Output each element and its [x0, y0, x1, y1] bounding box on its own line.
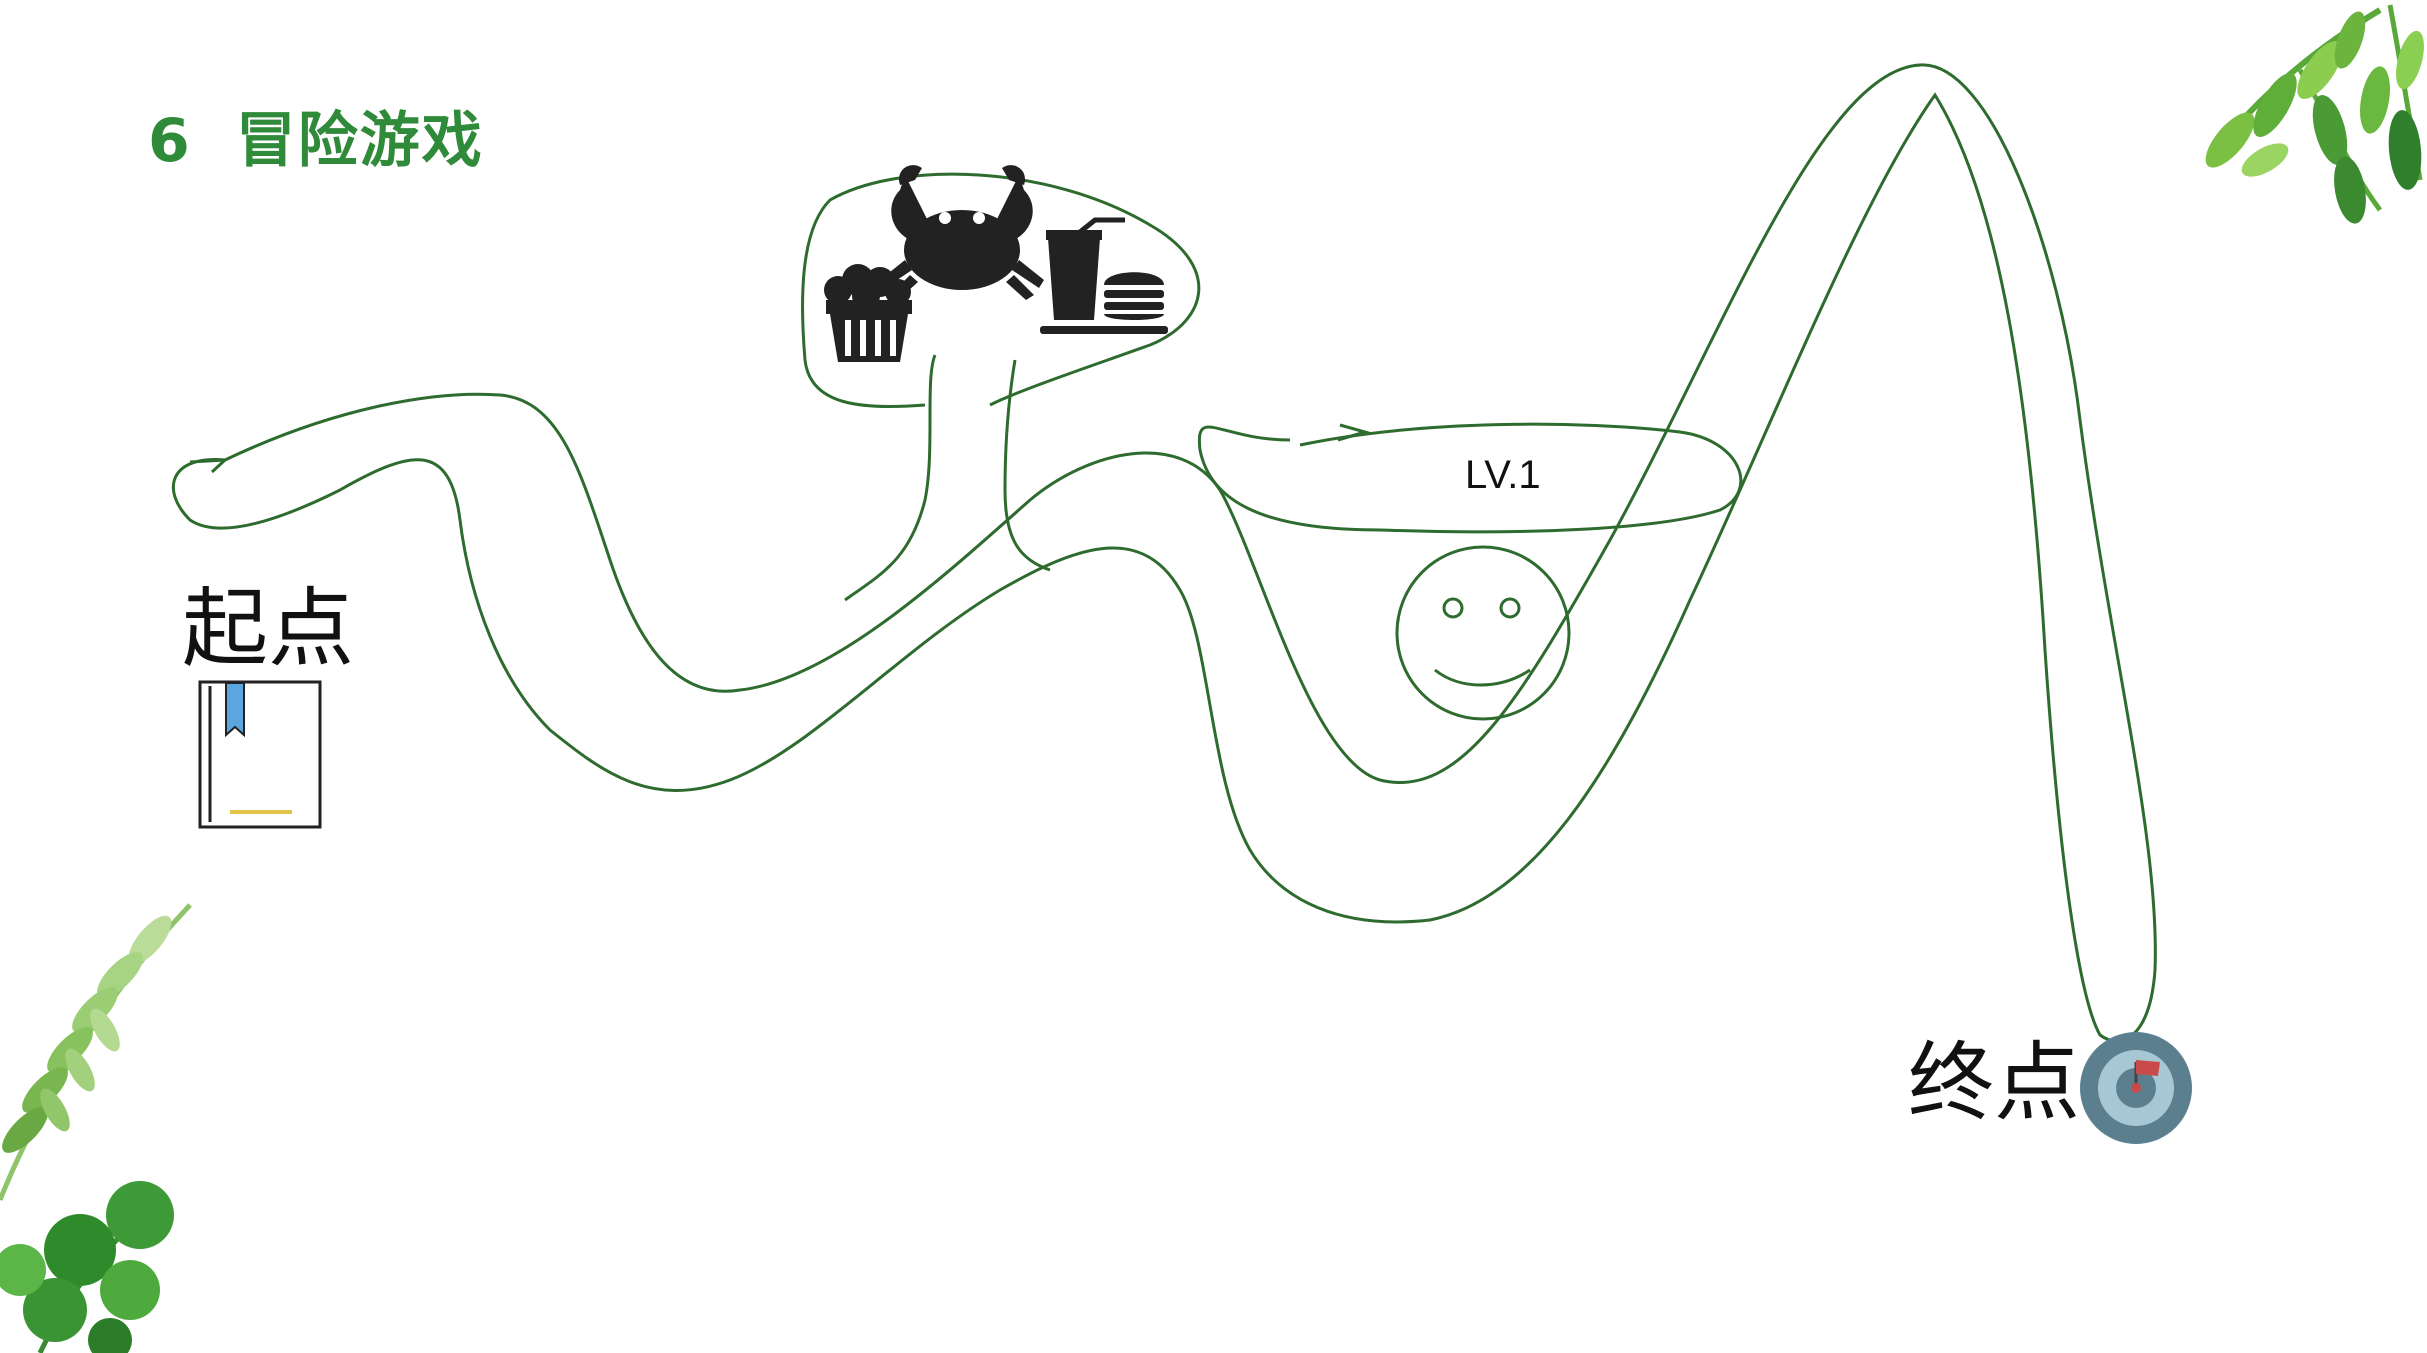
start-label: 起点	[182, 579, 354, 679]
slide-title: 6 冒险游戏	[148, 92, 484, 179]
title-text: 冒险游戏	[235, 106, 484, 176]
book-icon	[198, 680, 322, 829]
target-flag-icon	[2080, 1032, 2192, 1144]
leaves-bottom-left-icon	[0, 903, 192, 1353]
title-number: 6	[148, 106, 192, 176]
fast-food-icon	[1040, 217, 1168, 334]
level-label: LV.1	[1465, 453, 1541, 497]
adventure-path	[172, 63, 2157, 1043]
crab-icon	[880, 165, 1044, 300]
leaves-top-right-icon	[2205, 4, 2424, 224]
end-label: 终点	[1908, 1033, 2080, 1133]
popcorn-icon	[824, 264, 912, 362]
